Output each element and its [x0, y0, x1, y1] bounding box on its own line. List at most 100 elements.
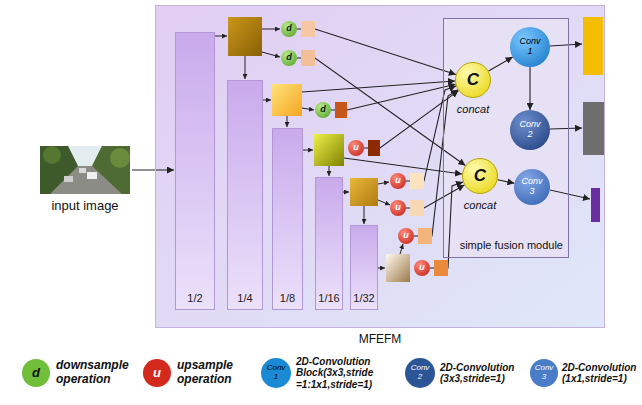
legend-text: upsample operation: [177, 359, 243, 387]
feature-map: [335, 102, 347, 118]
photo-car: [87, 172, 97, 179]
text-holder: u: [403, 231, 409, 241]
feature-bar: 1/4: [227, 80, 263, 310]
legend-swatch: Conv 3: [530, 359, 558, 387]
legend-symbol-text: Conv 2: [410, 364, 430, 382]
legend-swatch: u: [143, 359, 171, 387]
legend-swatch: Conv 1: [261, 358, 291, 388]
output-arrow: [550, 128, 582, 129]
node-text: 1/8: [280, 292, 295, 304]
text-holder: 1/2: [187, 292, 202, 309]
connector-arrow: [297, 29, 456, 74]
flow-arrow: [378, 200, 390, 205]
text-holder: 1/4: [237, 292, 252, 309]
flow-arrow: [262, 29, 280, 30]
text-holder: u: [395, 203, 401, 213]
text-holder: u: [419, 263, 425, 273]
fusion-module-box: simple fusion moduleCconcatCconcatConv 1…: [443, 18, 569, 258]
node-text: concat: [464, 199, 496, 211]
concat-circle: Cconcat: [455, 62, 491, 98]
photo-ground: [40, 146, 130, 194]
node-text: d: [286, 24, 292, 34]
flow-arrow: [263, 100, 271, 101]
conv-circle: Conv 3: [514, 169, 550, 205]
text-holder: input image: [30, 199, 140, 213]
legend-symbol-text: Conv 1: [266, 364, 286, 382]
output-arrow: [550, 44, 582, 46]
text-holder: d: [286, 24, 292, 34]
concat-circle: Cconcat: [462, 158, 498, 194]
panel-fill: [155, 5, 605, 328]
text-holder: 1/8: [280, 292, 295, 309]
conv-circle: Conv 2: [510, 110, 550, 150]
node-text: C: [467, 71, 479, 90]
text-holder: Conv 1: [518, 37, 542, 57]
node-text: MFEFM: [359, 333, 402, 346]
flow-arrow: [302, 108, 314, 110]
input-arrow: [132, 170, 174, 171]
node-text: Conv 3: [520, 177, 544, 197]
sampling-circle: u: [390, 173, 406, 189]
photo-foliage: [110, 148, 130, 168]
feature-map: [368, 140, 380, 156]
node-text: 1/32: [353, 292, 374, 304]
feature-square: [314, 134, 344, 166]
node-text: u: [395, 176, 401, 186]
text-holder: MFEFM: [116, 329, 642, 347]
node-text: simple fusion module: [460, 239, 563, 251]
text-holder: d: [286, 53, 292, 63]
photo-car: [64, 176, 73, 182]
text-holder: 2D-Convolution Block(3x3,stride =1:1x1,s…: [296, 356, 388, 391]
node-text: concat: [457, 103, 489, 115]
feature-bar: 1/32: [350, 225, 378, 310]
node-text: u: [353, 143, 359, 153]
output-arrow: [550, 190, 590, 199]
feature-map: [434, 260, 448, 276]
flow-arrow: [262, 52, 280, 57]
node-text: u: [395, 203, 401, 213]
feature-map: [301, 50, 315, 66]
text-holder: upsample operation: [177, 359, 243, 387]
feature-map: [418, 228, 432, 244]
text-holder: u: [395, 176, 401, 186]
photo-car: [79, 168, 86, 173]
legend-text: 2D-Convolution (3x3,stride=1): [440, 362, 520, 385]
text-holder: 1/32: [353, 292, 374, 309]
sampling-circle: u: [390, 200, 406, 216]
skip-arrow: [302, 81, 455, 92]
flow-arrow: [400, 244, 403, 254]
feature-square: [272, 84, 302, 116]
legend-text: 2D-Convolution (1x1,stride=1): [562, 362, 638, 385]
flow-arrow: [364, 206, 365, 224]
feature-square: [350, 178, 378, 206]
node-text: 1/16: [318, 292, 339, 304]
sampling-circle: d: [315, 102, 331, 118]
legend-symbol-text: d: [32, 366, 40, 380]
text-holder: downsample operation: [56, 359, 134, 387]
text-holder: d: [320, 105, 326, 115]
module-panel: MFEFM1/21/4dd1/8d1/16u1/32uuuusimple fus…: [155, 5, 605, 328]
node-text: d: [286, 53, 292, 63]
conv-circle: Conv 1: [510, 27, 550, 67]
feature-bar: 1/2: [175, 32, 215, 310]
flow-arrow: [245, 56, 246, 79]
output-map: [591, 188, 600, 222]
sampling-circle: d: [281, 21, 297, 37]
node-text: u: [419, 263, 425, 273]
flow-arrow: [378, 182, 389, 184]
feature-square: [228, 17, 262, 56]
skip-arrow: [344, 158, 462, 174]
node-text: C: [474, 167, 486, 186]
text-holder: concat: [416, 99, 530, 117]
connector-arrow: [498, 180, 515, 184]
fusion-fill: [443, 18, 569, 258]
feature-map: [410, 173, 424, 189]
flow-arrow: [287, 116, 288, 127]
text-holder: Conv 3: [520, 177, 544, 197]
input-photo: [40, 146, 130, 194]
text-holder: C: [474, 167, 486, 186]
sampling-circle: d: [281, 50, 297, 66]
flow-arrow: [377, 268, 385, 269]
flow-arrow: [343, 192, 349, 193]
